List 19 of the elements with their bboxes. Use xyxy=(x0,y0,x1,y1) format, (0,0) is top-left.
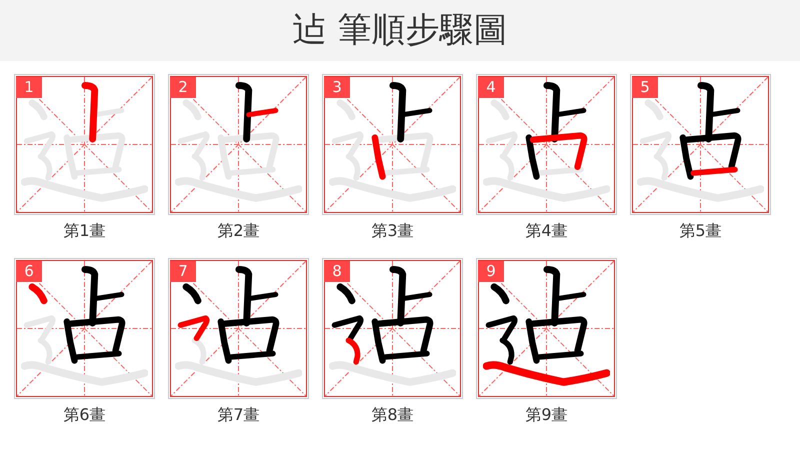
page-title: 迠 筆順步驟圖 xyxy=(0,0,800,61)
step-number: 1 xyxy=(16,77,42,98)
step-number: 8 xyxy=(324,261,350,282)
step-number: 6 xyxy=(16,261,42,282)
step-number: 7 xyxy=(170,261,196,282)
step-caption: 第5畫 xyxy=(679,221,722,241)
step-number: 5 xyxy=(632,77,658,98)
step-number: 4 xyxy=(478,77,504,98)
step-number: 9 xyxy=(478,261,504,282)
step-caption: 第2畫 xyxy=(217,221,260,241)
step-caption: 第7畫 xyxy=(217,405,260,425)
step-caption: 第8畫 xyxy=(371,405,414,425)
step-caption: 第1畫 xyxy=(63,221,106,241)
step-caption: 第9畫 xyxy=(525,405,568,425)
step-caption: 第6畫 xyxy=(63,405,106,425)
step-number: 2 xyxy=(170,77,196,98)
step-caption: 第4畫 xyxy=(525,221,568,241)
step-caption: 第3畫 xyxy=(371,221,414,241)
step-number: 3 xyxy=(324,77,350,98)
